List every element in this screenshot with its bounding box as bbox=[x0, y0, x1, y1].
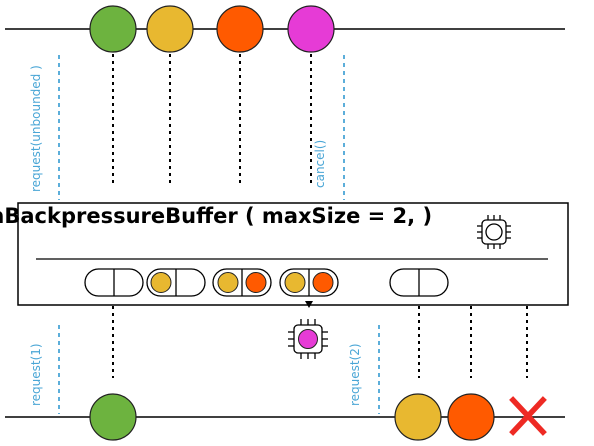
request-2-label: request(2) bbox=[348, 343, 362, 406]
chip-icon bbox=[477, 215, 511, 249]
upstream-marble bbox=[216, 5, 264, 53]
error-x-icon bbox=[509, 396, 547, 436]
buffer-state bbox=[146, 268, 206, 297]
chip-icon bbox=[288, 319, 328, 359]
request-unbounded-label: request(unbounded ) bbox=[29, 65, 43, 192]
operator-title: onBackpressureBuffer ( maxSize = 2, ) bbox=[0, 204, 432, 228]
downstream-emission-lines bbox=[112, 306, 528, 378]
upstream-emission-lines bbox=[112, 54, 312, 185]
overflow-arrow bbox=[305, 301, 313, 308]
upstream-marble bbox=[89, 5, 137, 53]
buffer-state bbox=[84, 268, 144, 297]
buffer-state bbox=[279, 268, 339, 297]
buffer-state bbox=[212, 268, 272, 297]
downstream-marble bbox=[89, 393, 137, 441]
downstream-marble bbox=[447, 393, 495, 441]
request-1-label: request(1) bbox=[29, 343, 43, 406]
cancel-label: cancel() bbox=[313, 140, 327, 188]
upstream-marble bbox=[146, 5, 194, 53]
buffer-state bbox=[389, 268, 449, 297]
dropped-marble bbox=[298, 329, 318, 349]
upstream-marble bbox=[287, 5, 335, 53]
downstream-marble bbox=[394, 393, 442, 441]
